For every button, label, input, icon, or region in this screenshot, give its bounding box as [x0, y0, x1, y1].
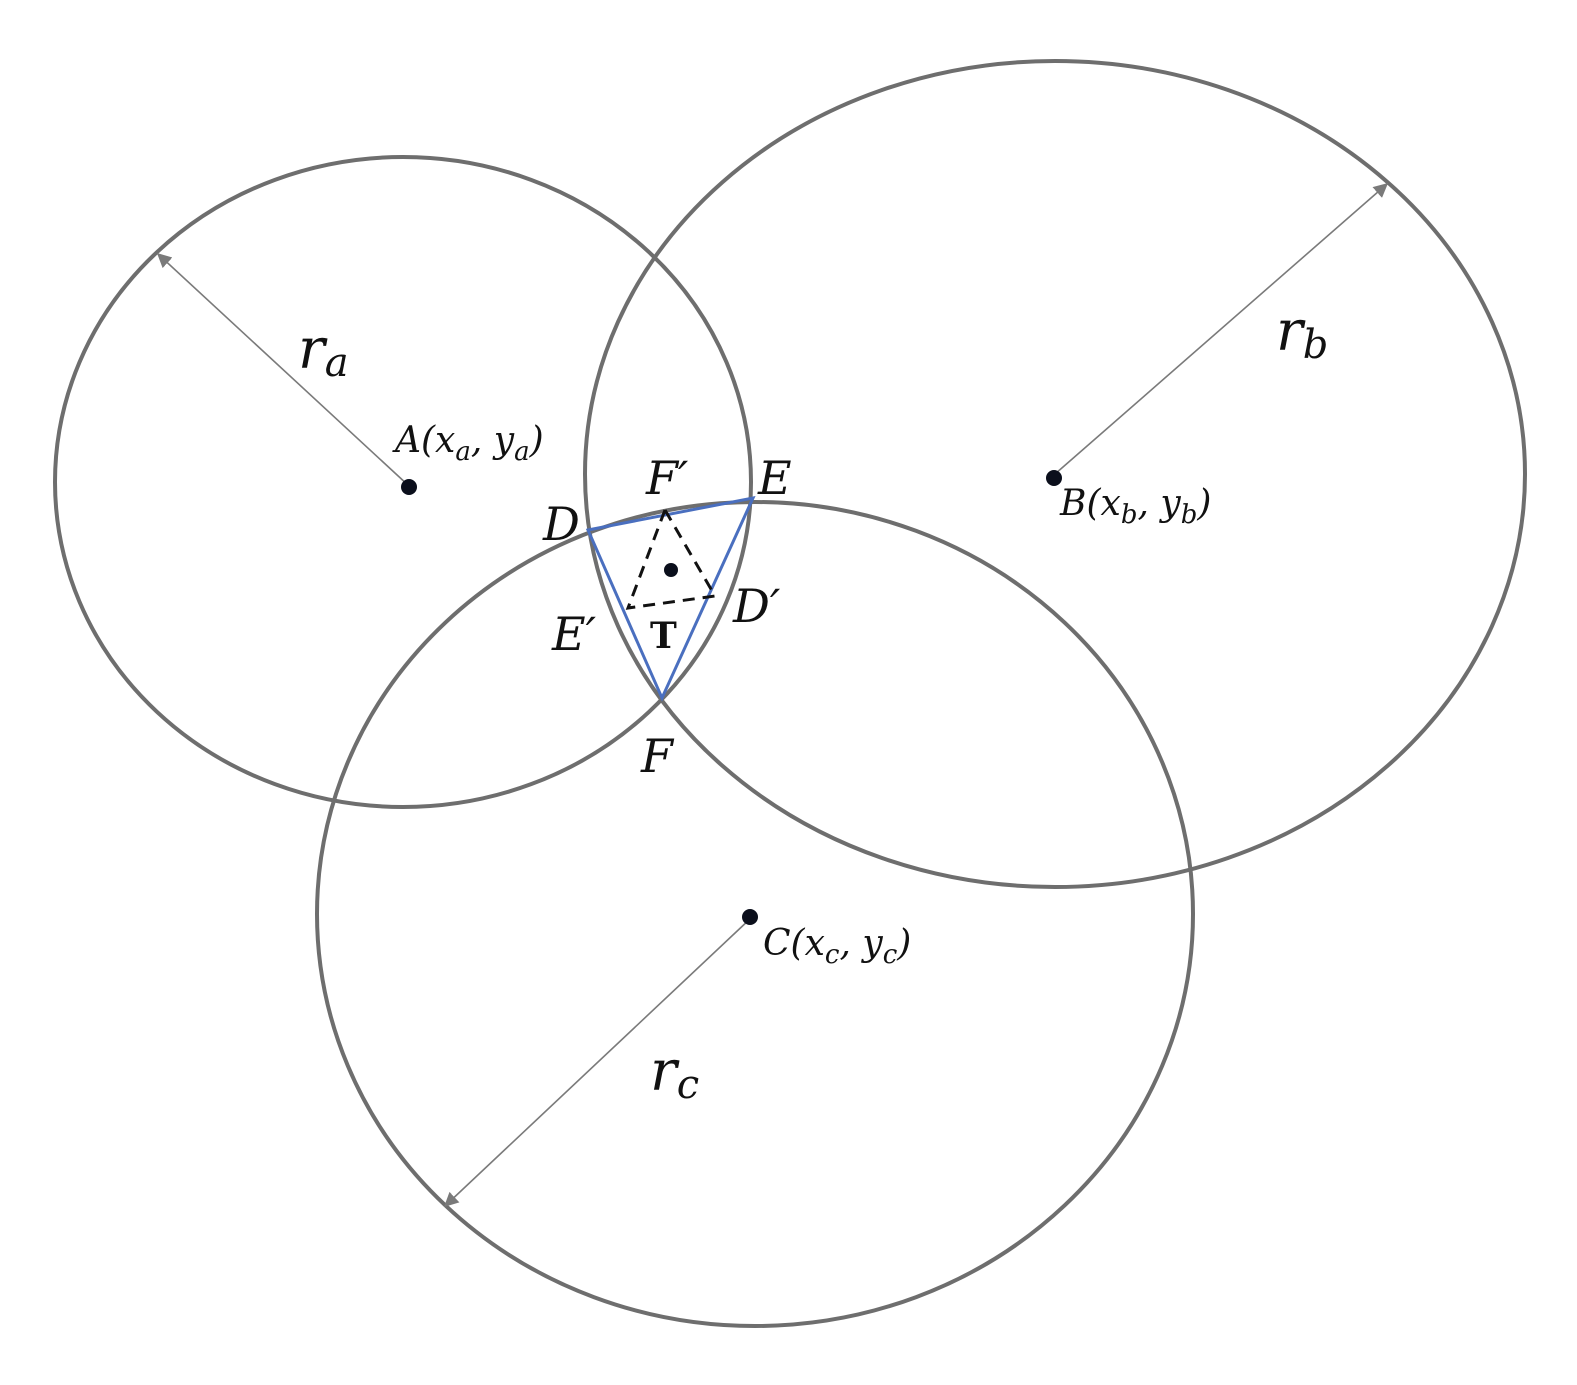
label-e: E [757, 451, 792, 505]
label-c-coord: C(xc, yc) [763, 923, 911, 970]
label-d-prime: D′ [732, 579, 781, 633]
point-b [1046, 470, 1062, 486]
label-f: F [640, 729, 675, 783]
point-c [742, 909, 758, 925]
label-rc: rc [650, 1039, 699, 1108]
radius-a-arrow [156, 253, 410, 487]
radius-b-arrow [1054, 183, 1389, 475]
label-rb: rb [1276, 299, 1328, 368]
circle-c [315, 500, 1195, 1328]
point-t [664, 563, 678, 577]
label-t: T [650, 615, 677, 657]
label-a-coord: A(xa, ya) [392, 420, 544, 467]
triangle-d-e-f-prime [625, 506, 718, 610]
circle-b [583, 59, 1527, 889]
circle-a [53, 155, 753, 809]
label-e-prime: E′ [551, 607, 597, 661]
label-d: D [542, 497, 580, 551]
label-ra: ra [298, 317, 349, 386]
radius-c-arrow [443, 917, 752, 1207]
label-f-prime: F′ [645, 451, 689, 505]
point-a [401, 479, 417, 495]
label-b-coord: B(xb, yb) [1059, 483, 1211, 530]
